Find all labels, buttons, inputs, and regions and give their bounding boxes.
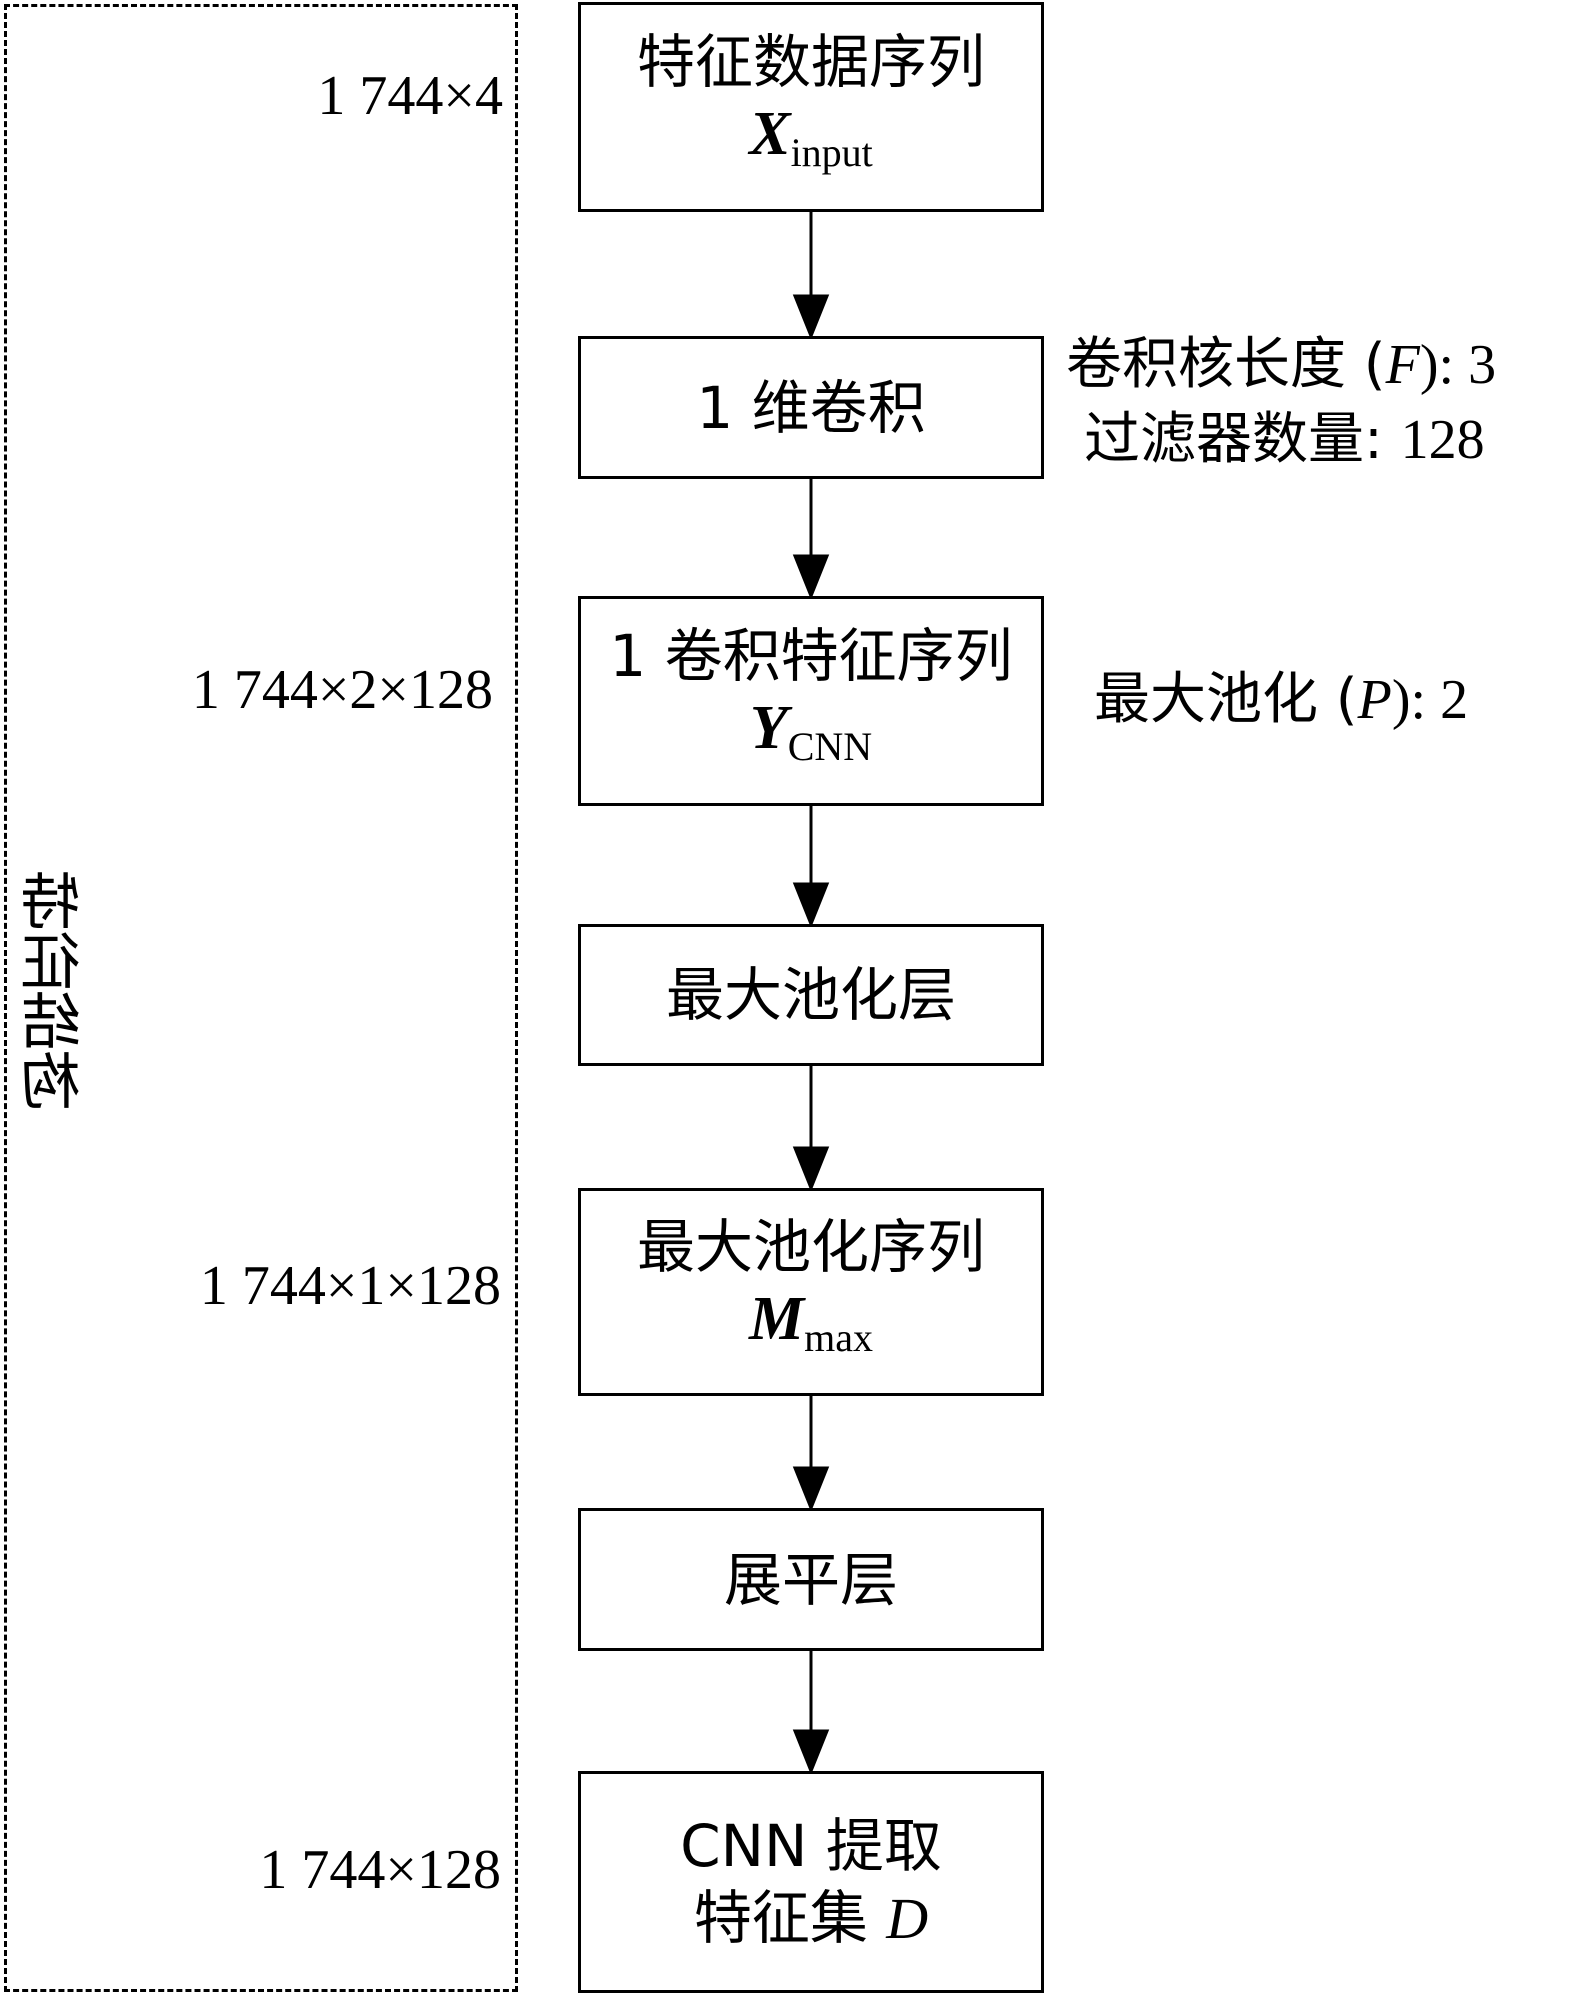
arrowhead-2 [792, 554, 830, 601]
feature-structure-frame [4, 4, 518, 1992]
param-kernel-length: 卷积核长度 (F): 3 [1066, 329, 1496, 401]
box-2-title: 1 维卷积 [696, 373, 926, 442]
max-pooling-label: 最大池化 ( [1094, 667, 1358, 732]
arrowhead-5 [792, 1466, 830, 1513]
box-4-title: 最大池化层 [665, 961, 956, 1029]
box-7-subtitle: 特征集 D [694, 1882, 928, 1955]
arrowhead-3 [792, 882, 830, 929]
kernel-length-value: ): 3 [1419, 334, 1497, 396]
symbol-x-subscript: input [790, 129, 873, 175]
box-max-pooling-layer: 最大池化层 [578, 924, 1044, 1066]
box-3-symbol: YCNN [750, 692, 872, 783]
filter-count-label: 过滤器数量: [1084, 407, 1401, 472]
kernel-length-label: 卷积核长度 ( [1066, 332, 1386, 397]
box-feature-data-sequence: 特征数据序列 Xinput [578, 2, 1044, 212]
arrowhead-4 [792, 1146, 830, 1193]
param-max-pooling: 最大池化 (P): 2 [1094, 664, 1468, 736]
symbol-x: X [749, 99, 791, 168]
box-3-title: 1 卷积特征序列 [609, 621, 1013, 690]
box-7-subtitle-text: 特征集 [693, 1883, 868, 1952]
box-6-title: 展平层 [723, 1545, 898, 1614]
arrowhead-1 [792, 294, 830, 341]
box-5-symbol: Mmax [749, 1283, 873, 1374]
box-flatten-layer: 展平层 [578, 1508, 1044, 1651]
symbol-y: Y [749, 693, 788, 762]
dimension-pool: 1 744×1×128 [199, 1255, 501, 1317]
filter-count-value: 128 [1400, 409, 1485, 471]
symbol-y-subscript: CNN [787, 723, 873, 769]
symbol-m-subscript: max [804, 1314, 873, 1360]
symbol-d: D [886, 1885, 929, 1951]
max-pooling-var: P [1357, 669, 1392, 731]
box-1-title: 特征数据序列 [636, 27, 985, 96]
max-pooling-value: ): 2 [1391, 669, 1469, 731]
box-cnn-feature-set: CNN 提取 特征集 D [578, 1771, 1044, 1993]
box-1d-convolution: 1 维卷积 [578, 336, 1044, 479]
box-7-title: CNN 提取 [680, 1811, 942, 1880]
box-conv-feature-sequence: 1 卷积特征序列 YCNN [578, 596, 1044, 806]
param-filter-count: 过滤器数量: 128 [1084, 404, 1485, 476]
box-1-symbol: Xinput [749, 98, 873, 189]
symbol-m: M [748, 1284, 805, 1353]
arrowhead-6 [792, 1729, 830, 1776]
box-max-pooling-sequence: 最大池化序列 Mmax [578, 1188, 1044, 1396]
box-5-title: 最大池化序列 [636, 1212, 985, 1281]
dimension-output: 1 744×128 [259, 1839, 501, 1901]
dimension-input: 1 744×4 [317, 65, 503, 127]
dimension-conv: 1 744×2×128 [191, 659, 493, 721]
kernel-length-var: F [1385, 334, 1420, 396]
